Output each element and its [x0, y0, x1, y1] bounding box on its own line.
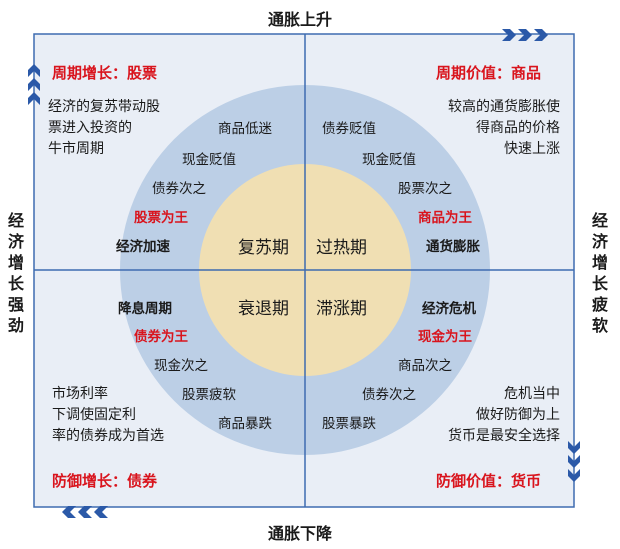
- chevron-right-arrows-icon: [502, 29, 548, 41]
- title-bottom-left: 防御增长：债券: [52, 472, 158, 490]
- phase-stagflation: 滞涨期: [316, 299, 367, 319]
- desc-line: 下调使固定利: [52, 407, 136, 423]
- ring-item: 经济加速: [116, 239, 170, 255]
- ring-item: 商品暴跌: [218, 416, 272, 432]
- phase-recovery: 复苏期: [238, 238, 289, 258]
- ring-item: 债券贬值: [322, 121, 376, 137]
- ring-item: 商品低迷: [218, 121, 272, 137]
- ring-item: 债券次之: [152, 181, 206, 197]
- desc-top-left: 经济的复苏带动股 票进入投资的 牛市周期: [48, 97, 160, 160]
- axis-top-label: 通胀上升: [268, 10, 333, 29]
- desc-bottom-left: 市场利率 下调使固定利 率的债券成为首选: [52, 384, 164, 447]
- desc-line: 得商品的价格: [476, 120, 560, 136]
- phase-overheat: 过热期: [316, 238, 367, 258]
- ring-item: 股票疲软: [182, 387, 236, 403]
- ring-item: 现金贬值: [182, 152, 236, 168]
- ring-item-highlight: 商品为王: [418, 210, 472, 226]
- ring-item: 降息周期: [118, 301, 172, 317]
- ring-item: 债券次之: [362, 387, 416, 403]
- ring-item-highlight: 债券为王: [134, 329, 188, 345]
- desc-line: 票进入投资的: [48, 120, 132, 136]
- axis-right-label: 经济增长疲软: [591, 211, 608, 335]
- ring-item-highlight: 股票为王: [134, 210, 188, 226]
- desc-line: 经济的复苏带动股: [48, 99, 160, 115]
- ring-item: 现金次之: [154, 358, 208, 374]
- title-bottom-right: 防御价值：货币: [436, 472, 542, 490]
- desc-top-right: 较高的通货膨胀使 得商品的价格 快速上涨: [430, 97, 560, 160]
- ring-item: 经济危机: [422, 301, 476, 317]
- phase-recession: 衰退期: [238, 299, 289, 319]
- desc-line: 较高的通货膨胀使: [448, 99, 560, 115]
- desc-line: 做好防御为上: [476, 407, 560, 423]
- desc-line: 市场利率: [52, 386, 108, 402]
- chevron-up-arrows-icon: [28, 64, 40, 105]
- desc-line: 率的债券成为首选: [52, 428, 164, 444]
- desc-line: 牛市周期: [48, 141, 104, 157]
- chevron-down-arrows-icon: [568, 441, 580, 482]
- ring-item: 股票次之: [398, 181, 452, 197]
- title-top-right: 周期价值：商品: [436, 64, 542, 82]
- desc-line: 货币是最安全选择: [448, 428, 560, 444]
- desc-line: 快速上涨: [504, 141, 560, 157]
- title-top-left: 周期增长：股票: [52, 64, 158, 82]
- axis-left-label: 经济增长强劲: [7, 211, 24, 335]
- ring-item: 现金贬值: [362, 152, 416, 168]
- ring-item: 股票暴跌: [322, 416, 376, 432]
- chevron-left-arrows-icon: [62, 506, 108, 518]
- ring-item-highlight: 现金为王: [418, 329, 472, 345]
- desc-line: 危机当中: [504, 386, 560, 402]
- desc-bottom-right: 危机当中 做好防御为上 货币是最安全选择: [430, 384, 560, 447]
- ring-item: 通货膨胀: [426, 239, 480, 255]
- axis-bottom-label: 通胀下降: [268, 524, 333, 543]
- ring-item: 商品次之: [398, 358, 452, 374]
